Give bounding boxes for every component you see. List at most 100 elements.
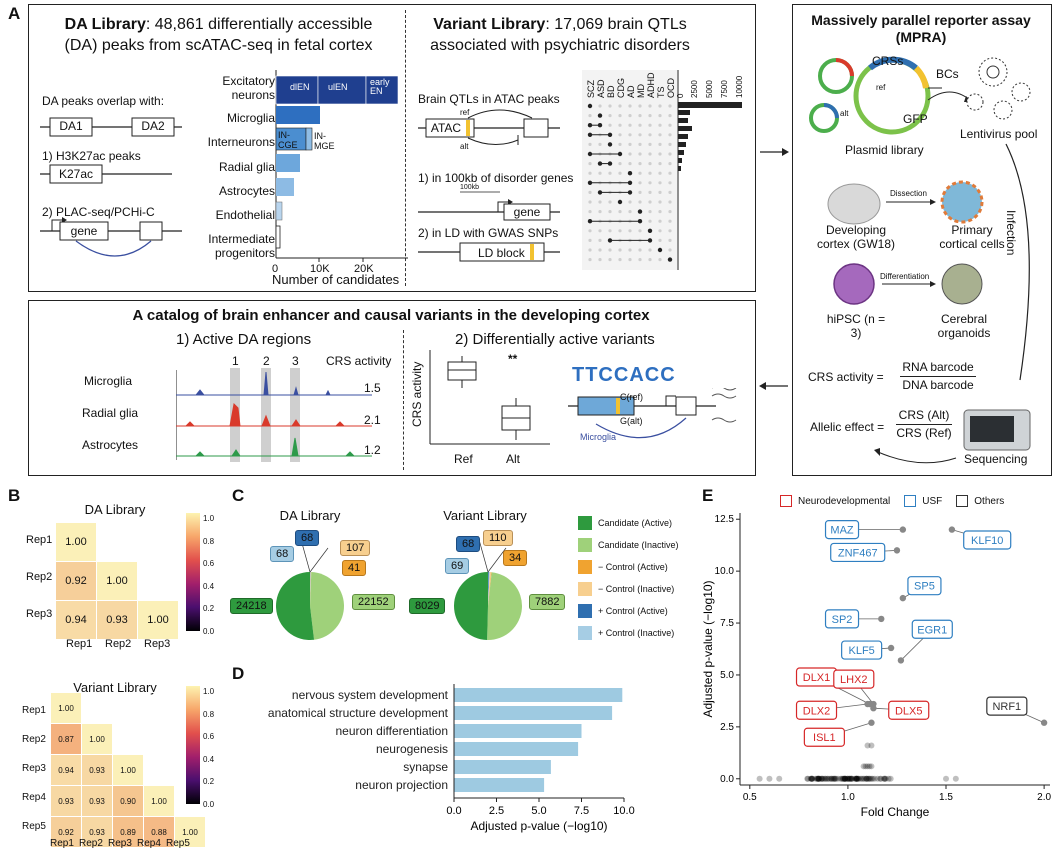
- catalog-divider: [403, 330, 404, 470]
- var-cell: 1.00: [113, 755, 144, 786]
- cell-intermediate: Intermediate progenitors: [185, 232, 275, 260]
- var-color-scale: [186, 686, 200, 804]
- go-bar: [454, 688, 622, 702]
- tf-label-dlx1: DLX1: [803, 672, 831, 684]
- upset-dot: [588, 114, 591, 117]
- bar-label-ulen: ulEN: [328, 82, 348, 92]
- atac-box-label: ATAC: [426, 121, 466, 135]
- upset-dot: [668, 191, 671, 194]
- volcano-y-tick-label: 10.0: [715, 566, 735, 577]
- cell-excitatory: Excitatory neurons: [185, 74, 275, 102]
- volcano-point: [953, 776, 959, 782]
- upset-dot: [668, 133, 671, 136]
- arrow-to-catalog: [758, 379, 790, 393]
- upset-dot: [618, 229, 621, 232]
- region-num-3: 3: [292, 354, 299, 368]
- upset-dot: [638, 133, 641, 136]
- upset-dot: [648, 172, 651, 175]
- upset-dot: [588, 258, 591, 261]
- panel-letter-b: B: [8, 486, 20, 506]
- region-num-1: 1: [232, 354, 239, 368]
- go-bar: [454, 724, 582, 738]
- atac-tracks: [176, 368, 376, 464]
- bar-label-early-en: early EN: [370, 78, 398, 96]
- volcano-point: [868, 763, 874, 769]
- upset-dot: [638, 114, 641, 117]
- count-tick-10000: 10000: [735, 76, 744, 98]
- upset-dot: [628, 258, 631, 261]
- genes-label: 1) in 100kb of disorder genes: [418, 171, 573, 185]
- tf-label-maz: MAZ: [830, 525, 854, 537]
- upset-dot: [598, 248, 601, 251]
- upset-dot: [608, 124, 611, 127]
- gfp-label: GFP: [903, 112, 928, 126]
- upset-dot: [608, 210, 611, 213]
- upset-dot: [648, 133, 651, 136]
- volcano-point-labeled: [1041, 720, 1047, 726]
- upset-dot: [668, 181, 671, 184]
- upset-dot: [658, 200, 661, 203]
- legend-item: Candidate (Inactive): [578, 534, 679, 556]
- upset-dot: [608, 248, 611, 251]
- var-cell: 1.00: [144, 786, 175, 817]
- go-category-label: synapse: [403, 760, 448, 774]
- da-cell: 0.92: [56, 562, 97, 601]
- upset-dot: [628, 162, 631, 165]
- upset-dot: [628, 152, 631, 155]
- track-name-microglia: Microglia: [84, 374, 132, 388]
- da2-label: DA2: [132, 119, 174, 133]
- tf-label-znf467: ZNF467: [838, 547, 878, 559]
- volcano-x-tick-label: 0.5: [743, 792, 757, 803]
- da-cell: 0.94: [56, 601, 97, 640]
- g-alt-label: G(alt): [620, 416, 643, 426]
- count-axis-labels: 10000 7500 5000 2500 0: [680, 58, 754, 102]
- upset-dot: [628, 229, 631, 232]
- disorder-scz: SCZ: [586, 80, 596, 98]
- bar-label-in-cge: IN-CGE: [278, 130, 306, 150]
- volcano-point: [861, 776, 867, 782]
- tf-label-dlx5: DLX5: [895, 705, 923, 717]
- allelic-eq: Allelic effect =: [810, 420, 884, 434]
- volcano-point: [757, 776, 763, 782]
- cell-endothelial: Endothelial: [185, 208, 275, 222]
- upset-dot: [588, 191, 591, 194]
- var-neg-active: 34: [503, 550, 527, 566]
- panel-letter-a: A: [8, 4, 20, 24]
- track-name-astrocytes: Astrocytes: [82, 438, 138, 452]
- organoids-label: Cerebral organoids: [926, 312, 1002, 340]
- crss-label: CRSs: [872, 54, 903, 68]
- volcano-point-labeled: [900, 526, 906, 532]
- volcano-point: [855, 776, 861, 782]
- upset-dot: [588, 172, 591, 175]
- da-cell: 0.93: [97, 601, 138, 640]
- go-category-label: neuron differentiation: [335, 724, 448, 738]
- track-name-radial-glia: Radial glia: [82, 406, 138, 420]
- track-value-astrocytes: 1.2: [364, 443, 381, 457]
- volcano-point-labeled: [898, 657, 904, 663]
- da-neg-active: 41: [342, 560, 366, 576]
- var-neg-inactive: 110: [483, 530, 513, 546]
- upset-dot: [658, 143, 661, 146]
- upset-dot: [648, 152, 651, 155]
- volcano-x-tick-label: 1.0: [841, 792, 855, 803]
- disorder-cdg: CDG: [616, 78, 626, 98]
- plac-gene-label: gene: [60, 224, 108, 238]
- tf-label-isl1: ISL1: [813, 732, 836, 744]
- upset-dot: [658, 172, 661, 175]
- panel-letter-e: E: [702, 486, 713, 506]
- track-value-radial-glia: 2.1: [364, 413, 381, 427]
- upset-dot: [608, 229, 611, 232]
- upset-dot: [668, 124, 671, 127]
- upset-dot: [598, 172, 601, 175]
- atac-label: Brain QTLs in ATAC peaks: [418, 92, 560, 106]
- upset-dot: [638, 124, 641, 127]
- upset-dot: [668, 152, 671, 155]
- upset-dot: [658, 162, 661, 165]
- upset-dot: [658, 152, 661, 155]
- upset-dot: [608, 114, 611, 117]
- upset-dot: [658, 229, 661, 232]
- da-col-rep2: Rep2: [105, 638, 131, 650]
- upset-dot: [668, 229, 671, 232]
